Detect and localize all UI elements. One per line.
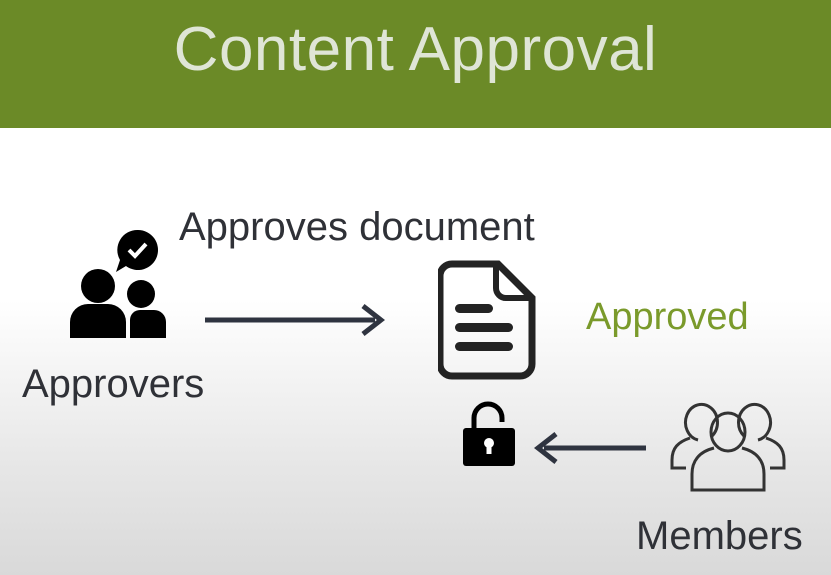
approvers-label: Approvers xyxy=(22,362,205,406)
action-label: Approves document xyxy=(179,205,535,249)
right-arrow-icon xyxy=(205,304,385,336)
left-arrow-icon xyxy=(534,432,646,464)
document-icon xyxy=(438,260,536,380)
status-label: Approved xyxy=(586,296,749,338)
unlocked-padlock-icon xyxy=(463,401,515,466)
members-label: Members xyxy=(636,514,803,558)
approvers-icon xyxy=(70,229,166,338)
members-icon xyxy=(670,402,786,492)
title-banner: Content Approval xyxy=(0,0,831,128)
slide-title: Content Approval xyxy=(173,15,658,84)
